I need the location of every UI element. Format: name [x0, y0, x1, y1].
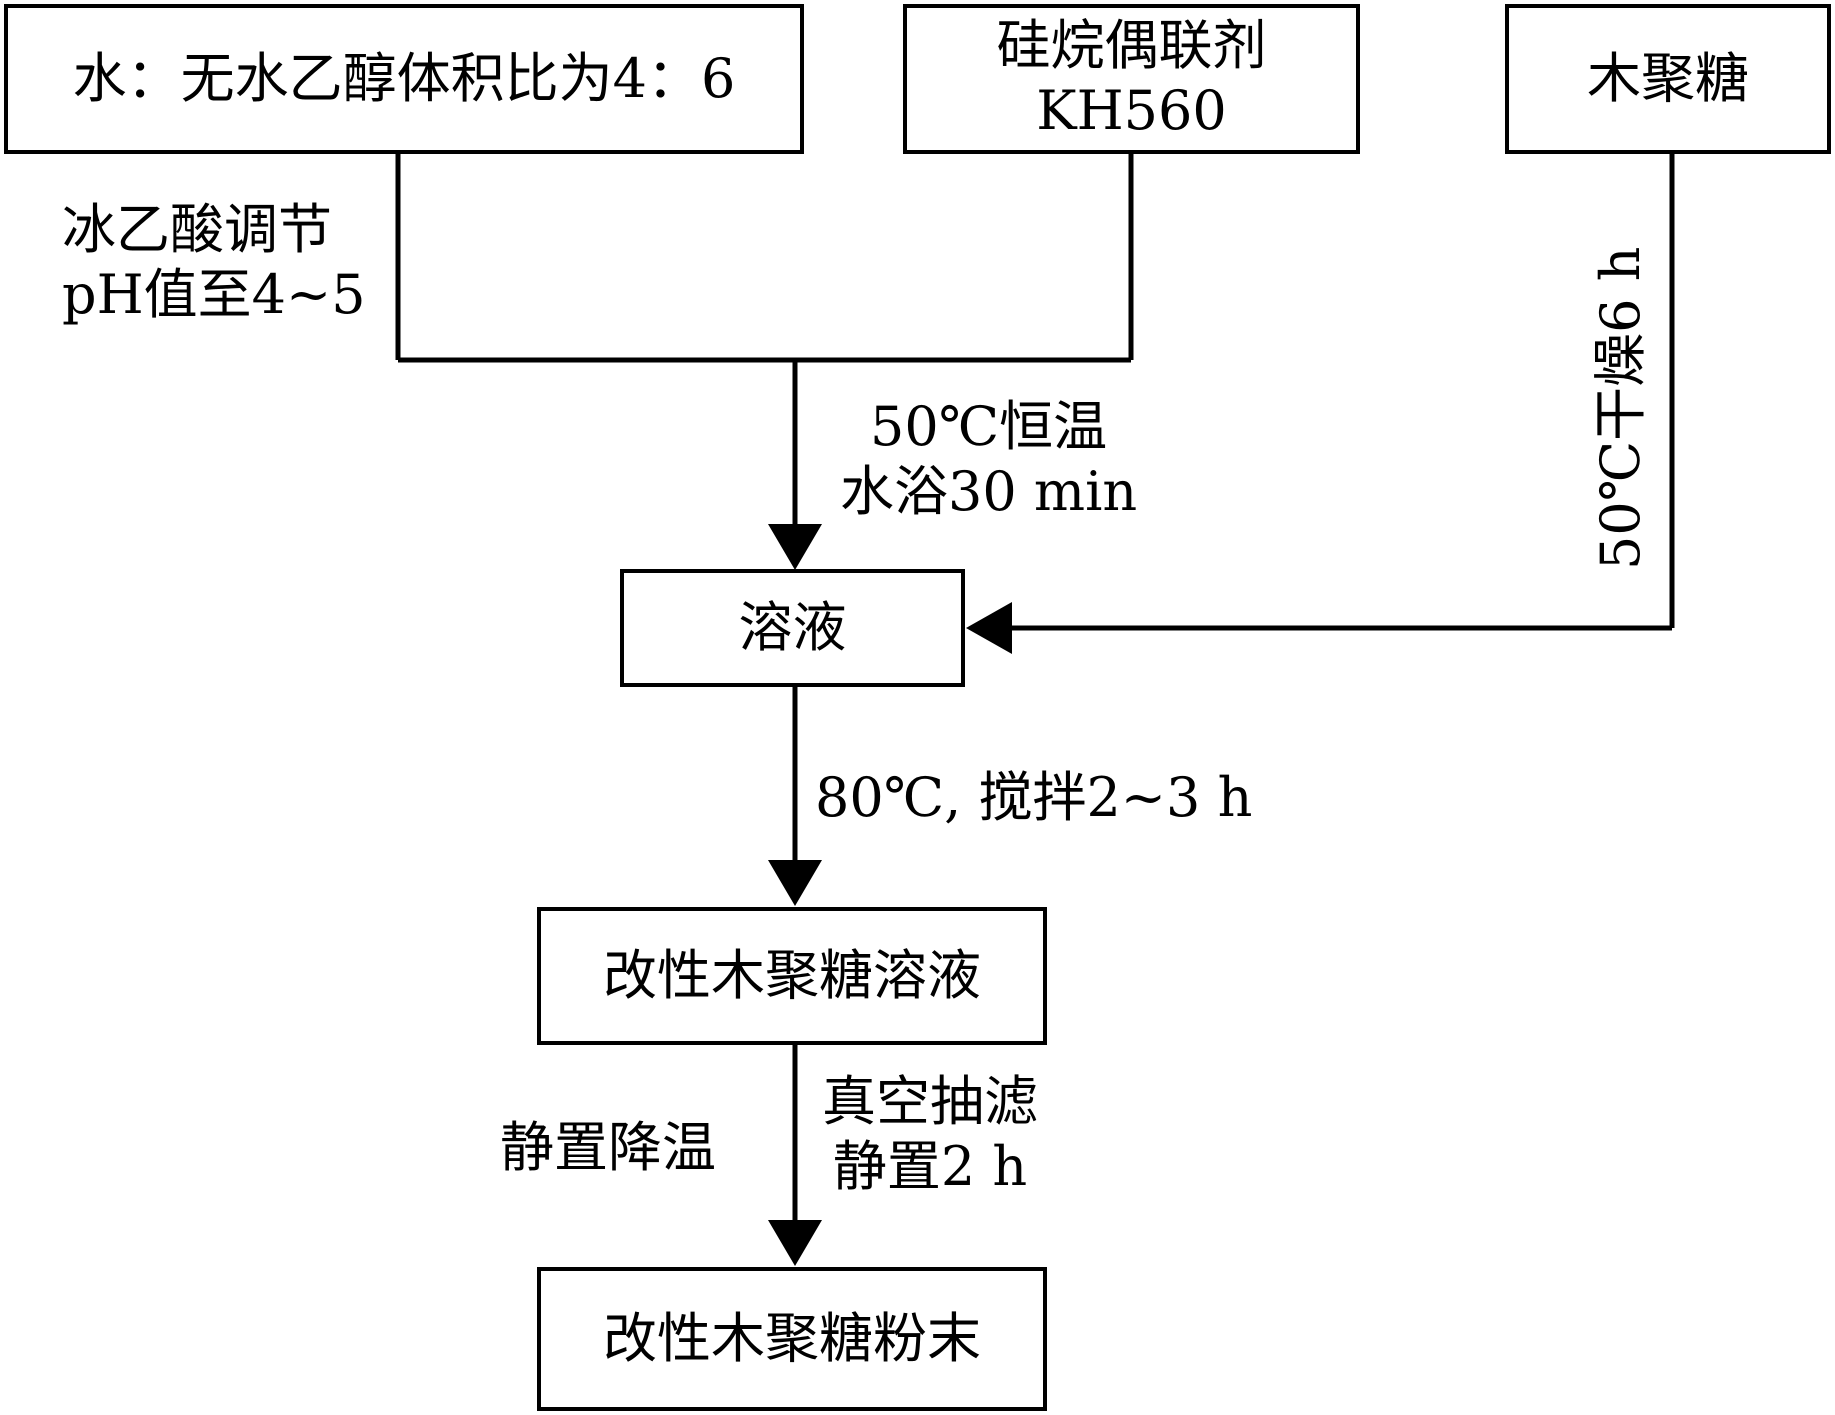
label-stirring: 80℃, 搅拌2~3 h: [815, 766, 1252, 831]
box-modified-powder-text: 改性木聚糖粉末: [603, 1306, 981, 1370]
label-drying-text: 50℃干燥6 h: [1589, 246, 1652, 570]
box-xylan: 木聚糖: [1505, 4, 1831, 154]
label-drying: 50℃干燥6 h: [1576, 247, 1655, 570]
box-modified-solution-text: 改性木聚糖溶液: [603, 943, 981, 1007]
box-water-ethanol: 水：无水乙醇体积比为4：6: [4, 4, 804, 154]
label-acetic-line1: 冰乙酸调节: [62, 198, 332, 261]
label-acetic-line2: pH值至4~5: [62, 262, 366, 326]
label-filter-line2: 静置2 h: [832, 1134, 1028, 1198]
box-xylan-text: 木聚糖: [1587, 46, 1749, 110]
box-solution: 溶液: [620, 569, 965, 687]
label-cooling: 静置降温: [500, 1116, 716, 1181]
label-water-bath: 50℃恒温 水浴30 min: [840, 395, 1137, 525]
box-silane-coupling-agent: 硅烷偶联剂 KH560: [903, 4, 1360, 154]
label-cooling-text: 静置降温: [500, 1116, 716, 1179]
label-stirring-text: 80℃, 搅拌2~3 h: [815, 766, 1253, 829]
arrowhead-into-solution: [966, 602, 1012, 654]
arrowhead-to-solution: [768, 524, 822, 570]
arrowhead-to-powder: [768, 1220, 822, 1266]
label-bath-line1: 50℃恒温: [870, 395, 1108, 458]
box-solution-text: 溶液: [738, 595, 847, 659]
box-modified-xylan-powder: 改性木聚糖粉末: [537, 1267, 1047, 1411]
box-modified-xylan-solution: 改性木聚糖溶液: [537, 907, 1047, 1045]
label-filter-line1: 真空抽滤: [822, 1070, 1038, 1133]
arrowhead-to-modified-solution: [768, 860, 822, 906]
label-vacuum-filtration: 真空抽滤 静置2 h: [822, 1070, 1038, 1200]
label-acetic-acid: 冰乙酸调节 pH值至4~5: [62, 198, 366, 328]
box-silane-line1: 硅烷偶联剂: [996, 14, 1267, 78]
box-silane-line2: KH560: [1036, 79, 1227, 142]
box-water-ethanol-text: 水：无水乙醇体积比为4：6: [72, 46, 736, 110]
label-bath-line2: 水浴30 min: [840, 459, 1138, 523]
